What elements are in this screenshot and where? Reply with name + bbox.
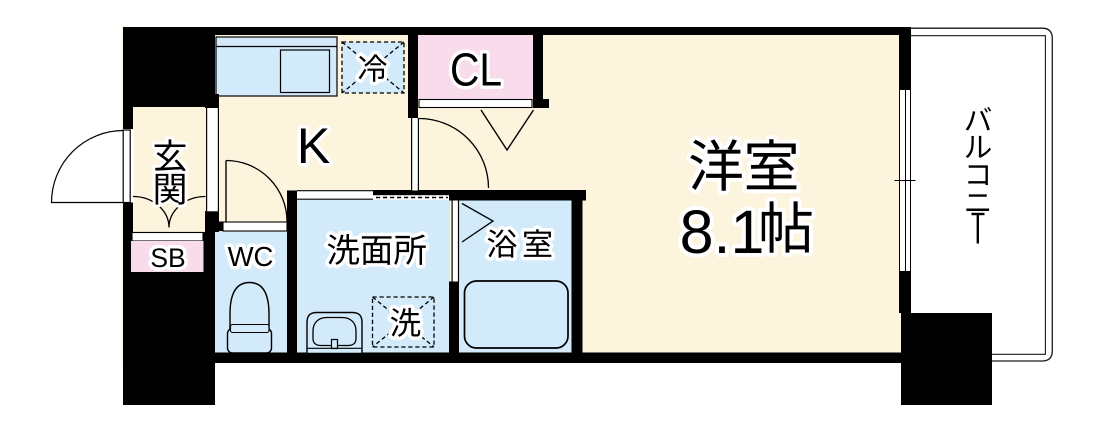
svg-text:K: K (297, 118, 330, 174)
svg-text:CL: CL (450, 44, 502, 96)
svg-text:8.1: 8.1 (680, 198, 765, 266)
svg-text:SB: SB (150, 243, 185, 273)
svg-text:WC: WC (228, 241, 274, 272)
